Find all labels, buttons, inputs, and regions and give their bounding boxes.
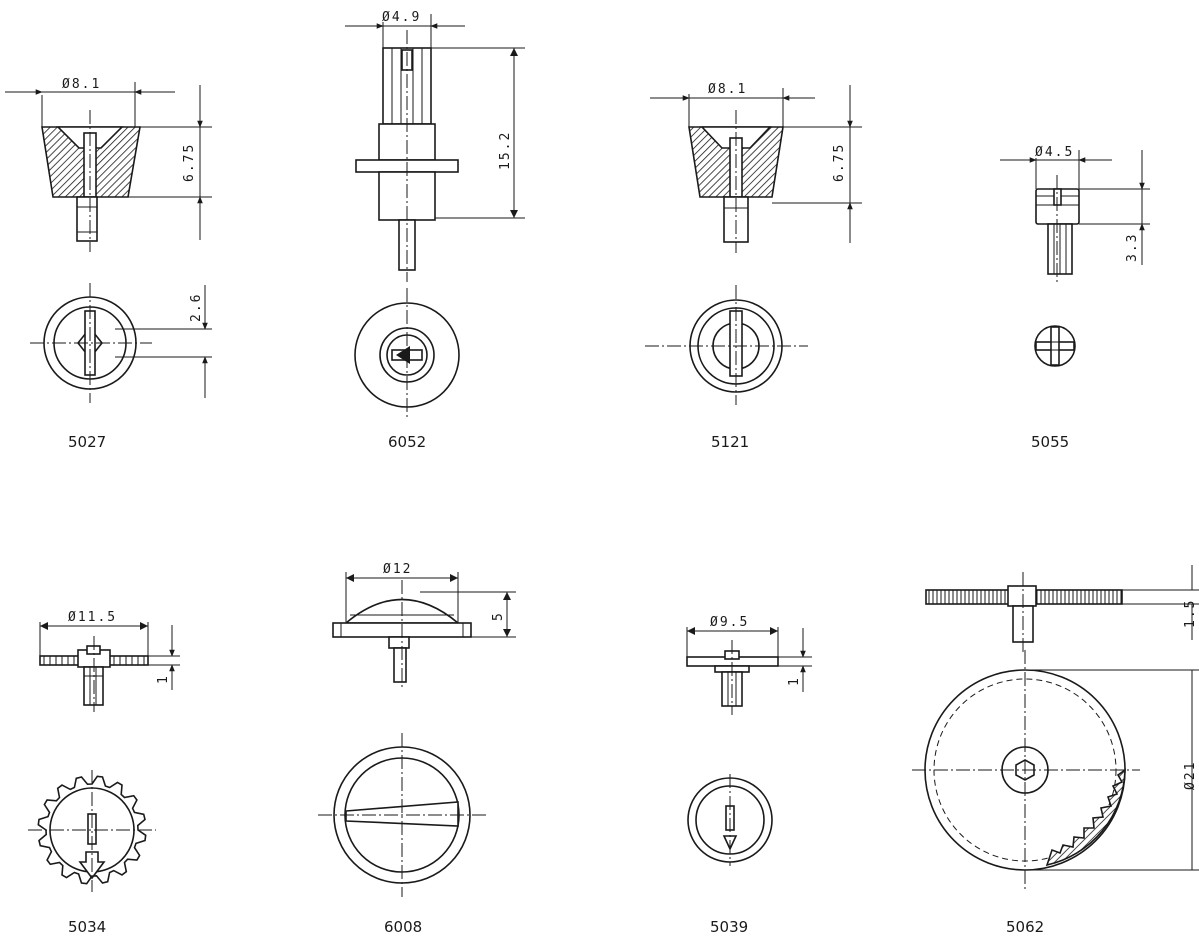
part-6008-top-view <box>318 733 486 897</box>
part-5062-number: 5062 <box>1006 918 1044 936</box>
part-5027-diameter-label: Ø8.1 <box>62 77 101 92</box>
part-6008-dim-diameter: Ø12 <box>345 562 459 623</box>
part-5062-diameter-label: Ø21 <box>1183 761 1198 790</box>
part-6008-number: 6008 <box>384 918 422 936</box>
part-5055-dim-height: 3.3 <box>1079 150 1150 265</box>
part-5039-thickness-label: 1 <box>787 676 802 686</box>
part-6052-diameter-label: Ø4.9 <box>382 10 421 25</box>
part-6052-number: 6052 <box>388 433 426 451</box>
part-5039: Ø9.5 1 5039 <box>686 615 812 936</box>
part-5055-diameter-label: Ø4.5 <box>1035 145 1074 160</box>
part-6052: Ø4.9 15.2 6052 <box>345 10 525 451</box>
part-5121: Ø8.1 6.75 5121 <box>645 82 862 451</box>
part-5055-dim-diameter: Ø4.5 <box>1000 145 1112 189</box>
part-5034-top-view <box>28 770 156 892</box>
part-5062-dim-thickness: 1.5 <box>1122 565 1199 640</box>
part-5034-dim-thickness: 1 <box>148 625 180 690</box>
part-5062-top-view <box>912 650 1140 890</box>
part-5034-diameter-label: Ø11.5 <box>68 610 117 625</box>
part-5027-socket-label: 2.6 <box>189 293 204 322</box>
part-5027-height-label: 6.75 <box>182 143 197 182</box>
part-5039-side-view <box>686 640 779 715</box>
part-5062-dim-diameter: Ø21 <box>1025 669 1199 871</box>
part-6052-dim-diameter: Ø4.9 <box>345 10 465 48</box>
part-5039-diameter-label: Ø9.5 <box>710 615 749 630</box>
part-5055: Ø4.5 3.3 5055 <box>1000 145 1150 451</box>
part-6008: Ø12 5 6008 <box>318 562 516 936</box>
part-6052-height-label: 15.2 <box>498 131 513 170</box>
part-5121-number: 5121 <box>711 433 749 451</box>
part-5034-thickness-label: 1 <box>156 674 171 684</box>
part-5055-side-view <box>1035 175 1080 285</box>
part-5027-side-view <box>41 110 141 252</box>
part-5027-dim-socket: 2.6 <box>115 285 212 398</box>
part-5121-dim-diameter: Ø8.1 <box>650 82 815 127</box>
part-5062: 1.5 Ø21 5062 <box>912 565 1199 936</box>
part-5027-number: 5027 <box>68 433 106 451</box>
part-5121-side-view <box>688 110 784 253</box>
part-5055-height-label: 3.3 <box>1125 233 1140 262</box>
part-5034-side-view <box>39 636 149 712</box>
part-6052-dim-height: 15.2 <box>431 47 525 219</box>
part-6008-height-label: 5 <box>491 611 506 621</box>
part-5039-number: 5039 <box>710 918 748 936</box>
part-6052-side-view <box>355 30 459 282</box>
part-5027: Ø8.1 6.75 2.6 5027 <box>5 77 212 451</box>
part-5055-number: 5055 <box>1031 433 1069 451</box>
part-6008-diameter-label: Ø12 <box>383 562 412 577</box>
part-5121-top-view <box>645 285 808 405</box>
part-5034-number: 5034 <box>68 918 106 936</box>
part-5039-top-view <box>687 774 773 866</box>
part-6052-top-view <box>354 288 460 420</box>
part-5121-diameter-label: Ø8.1 <box>708 82 747 97</box>
part-5121-height-label: 6.75 <box>832 143 847 182</box>
part-5055-top-view <box>1034 325 1076 367</box>
part-5062-thickness-label: 1.5 <box>1183 599 1198 628</box>
part-5027-top-view <box>30 283 152 403</box>
part-5027-dim-height: 6.75 <box>128 85 212 240</box>
part-6008-side-view <box>332 580 472 690</box>
part-5039-dim-thickness: 1 <box>778 628 812 692</box>
part-6008-dim-height: 5 <box>420 591 516 638</box>
part-5121-dim-height: 6.75 <box>772 85 862 243</box>
part-5039-dim-diameter: Ø9.5 <box>686 615 779 657</box>
part-5034: Ø11.5 1 5034 <box>28 610 180 936</box>
part-5027-dim-diameter: Ø8.1 <box>5 77 175 127</box>
part-5062-side-view <box>925 572 1123 652</box>
part-5034-dim-diameter: Ø11.5 <box>39 610 149 656</box>
